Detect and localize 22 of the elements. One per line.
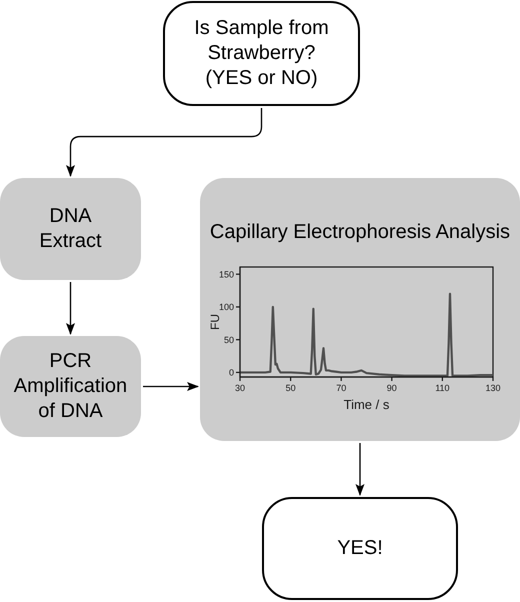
arrow	[66, 282, 75, 335]
tick-label: 130	[485, 383, 501, 393]
tick-label: 110	[435, 383, 450, 393]
tick-label: 30	[235, 383, 245, 393]
arrow	[356, 443, 364, 496]
tick-label: 70	[336, 383, 346, 393]
tick-label: 100	[218, 302, 234, 312]
tick-label: 150	[218, 269, 234, 280]
analysis-panel	[200, 178, 520, 441]
process-box: DNA Extract	[0, 178, 141, 280]
result-box: YES!	[262, 497, 458, 600]
tick-label: 50	[286, 383, 296, 393]
question-box: Is Sample from Strawberry? (YES or NO)	[163, 1, 360, 106]
tick-label: 50	[224, 334, 234, 345]
panel-title: Capillary Electrophoresis Analysis	[210, 220, 510, 245]
arrow	[66, 108, 262, 177]
tick-label: 90	[386, 383, 397, 393]
process-box: PCR Amplification of DNA	[0, 336, 141, 437]
arrow	[143, 382, 199, 391]
tick-label: 0	[228, 368, 234, 378]
axis-title: Time / s	[344, 397, 390, 412]
axis-title: FU	[208, 314, 222, 330]
